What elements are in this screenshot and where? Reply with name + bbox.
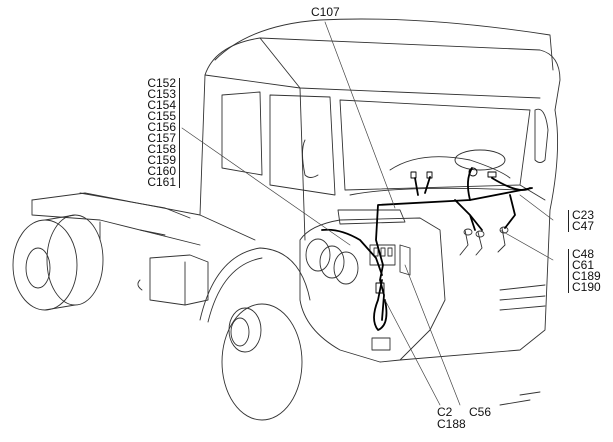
label-c2: C2 — [437, 405, 453, 419]
label-group-right-1: C23 C47 — [568, 208, 595, 233]
wiring-harness — [321, 167, 533, 331]
fuel-tank — [137, 254, 209, 306]
label-c159: C159 — [147, 153, 176, 167]
label-c107: C107 — [311, 5, 340, 19]
label-c160: C160 — [147, 164, 176, 178]
label-c189: C189 — [572, 269, 601, 283]
label-c188: C188 — [437, 417, 466, 431]
label-c161: C161 — [147, 175, 176, 189]
chassis-frame — [31, 192, 256, 246]
label-group-right-2: C48 C61 C189 C190 — [568, 247, 601, 294]
label-c155: C155 — [147, 109, 176, 123]
label-c47: C47 — [572, 219, 595, 233]
label-c156: C156 — [147, 120, 176, 134]
cab-body — [199, 18, 561, 406]
label-c153: C153 — [147, 87, 176, 101]
leader-lines — [181, 21, 554, 406]
label-c154: C154 — [147, 98, 176, 112]
label-c48: C48 — [572, 247, 595, 261]
label-c158: C158 — [147, 142, 176, 156]
front-wheel — [199, 247, 311, 421]
label-c152: C152 — [147, 76, 176, 90]
label-c190: C190 — [572, 280, 601, 294]
connectors — [375, 167, 497, 294]
label-c157: C157 — [147, 131, 176, 145]
pedals — [459, 226, 509, 256]
rear-wheel — [12, 214, 104, 311]
engine-block — [299, 209, 446, 363]
label-c23: C23 — [572, 208, 595, 222]
label-c61: C61 — [572, 258, 595, 272]
label-group-left: C152 C153 C154 C155 C156 C157 C158 C159 … — [136, 76, 180, 189]
label-c56: C56 — [469, 405, 492, 419]
